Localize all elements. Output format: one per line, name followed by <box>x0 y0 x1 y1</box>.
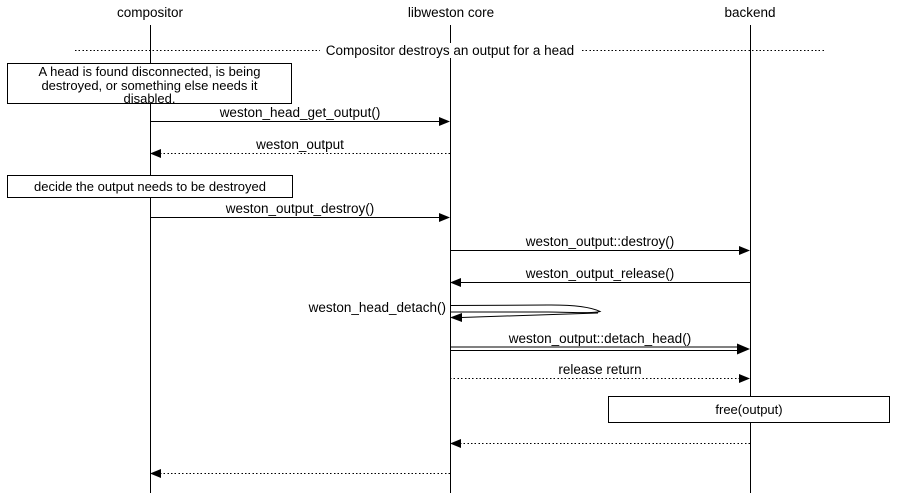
message-label-weston-output-destroy-vfunc: weston_output::destroy() <box>525 234 675 249</box>
arrow-weston-output-return <box>150 149 450 158</box>
arrow-return-to-libweston <box>450 439 750 448</box>
message-label-weston-output-detach-head: weston_output::detach_head() <box>508 331 692 346</box>
note-line: disabled. <box>123 91 176 106</box>
message-label-weston-output-release: weston_output_release() <box>525 266 675 281</box>
arrow-return-to-compositor <box>150 469 450 478</box>
note-line: destroyed, or something else needs it <box>41 77 258 93</box>
arrow-weston-output-detach-head <box>450 343 750 355</box>
message-label-weston-head-get-output: weston_head_get_output() <box>219 105 381 120</box>
note-decide-destroy: decide the output needs to be destroyed <box>7 175 293 198</box>
message-label-weston-output-destroy: weston_output_destroy() <box>225 201 375 216</box>
note-line: free(output) <box>715 402 783 417</box>
message-label-weston-head-detach: weston_head_detach() <box>308 300 446 315</box>
note-line: A head is found disconnected, is being <box>38 64 261 79</box>
note-line: decide the output needs to be destroyed <box>33 179 266 194</box>
divider-label: Compositor destroys an output for a head <box>319 43 581 58</box>
message-label-release-return: release return <box>558 362 642 377</box>
arrow-weston-output-destroy-vfunc <box>450 246 750 255</box>
note-head-disconnected: A head is found disconnected, is being d… <box>7 63 292 106</box>
note-free-output: free(output) <box>608 396 890 423</box>
arrow-weston-output-destroy <box>150 213 450 222</box>
message-label-weston-output: weston_output <box>256 137 344 152</box>
participant-libweston-core: libweston core <box>407 5 495 20</box>
arrow-weston-head-detach-self <box>450 304 602 322</box>
participant-backend: backend <box>724 5 776 20</box>
arrow-weston-head-get-output <box>150 117 450 126</box>
arrow-weston-output-release <box>450 278 750 287</box>
arrow-release-return <box>450 374 750 383</box>
participant-compositor: compositor <box>116 5 184 20</box>
